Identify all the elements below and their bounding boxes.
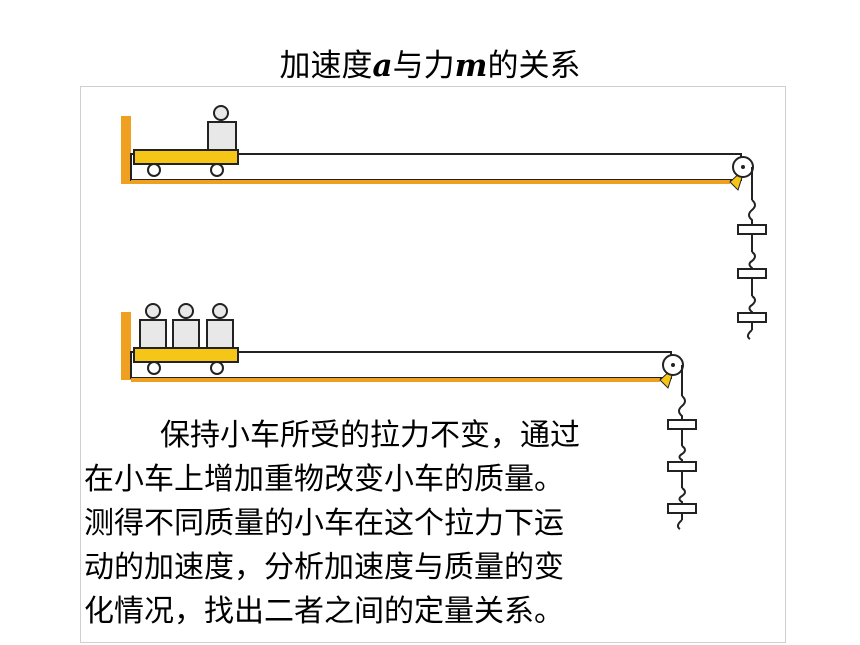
hanging-weights <box>737 167 767 340</box>
title-var-a: a <box>372 48 393 84</box>
cart-wheel <box>147 163 161 177</box>
track-end-stop <box>121 116 131 184</box>
cart <box>133 347 239 363</box>
description-line: 测得不同质量的小车在这个拉力下运 <box>84 506 564 541</box>
cart-weight <box>207 105 237 151</box>
cart-wheel <box>210 361 224 375</box>
page-title: 加速度a与力m的关系 <box>0 40 860 85</box>
pulley <box>659 354 684 389</box>
cart-weight <box>139 303 167 349</box>
description-line: 保持小车所受的拉力不变，通过 <box>160 418 580 453</box>
description-text: 保持小车所受的拉力不变，通过 在小车上增加重物改变小车的质量。 测得不同质量的小… <box>84 414 664 634</box>
cart <box>133 149 239 165</box>
setup-bottom <box>121 303 697 530</box>
title-middle: 与力 <box>392 48 455 84</box>
title-suffix: 的关系 <box>487 48 581 84</box>
cart-wheel <box>210 163 224 177</box>
hanging-weights <box>667 365 697 530</box>
description-line: 动的加速度，分析加速度与质量的变 <box>84 550 564 585</box>
description-line: 在小车上增加重物改变小车的质量。 <box>84 462 564 497</box>
description-line: 化情况，找出二者之间的定量关系。 <box>84 594 564 629</box>
title-var-m: m <box>454 48 488 84</box>
setup-top <box>121 105 767 340</box>
cart-wheel <box>147 361 161 375</box>
cart-weight <box>172 303 200 349</box>
title-prefix: 加速度 <box>279 48 373 84</box>
diagram-frame <box>80 86 786 643</box>
track-end-stop <box>121 312 131 380</box>
cart-weight <box>206 303 234 349</box>
